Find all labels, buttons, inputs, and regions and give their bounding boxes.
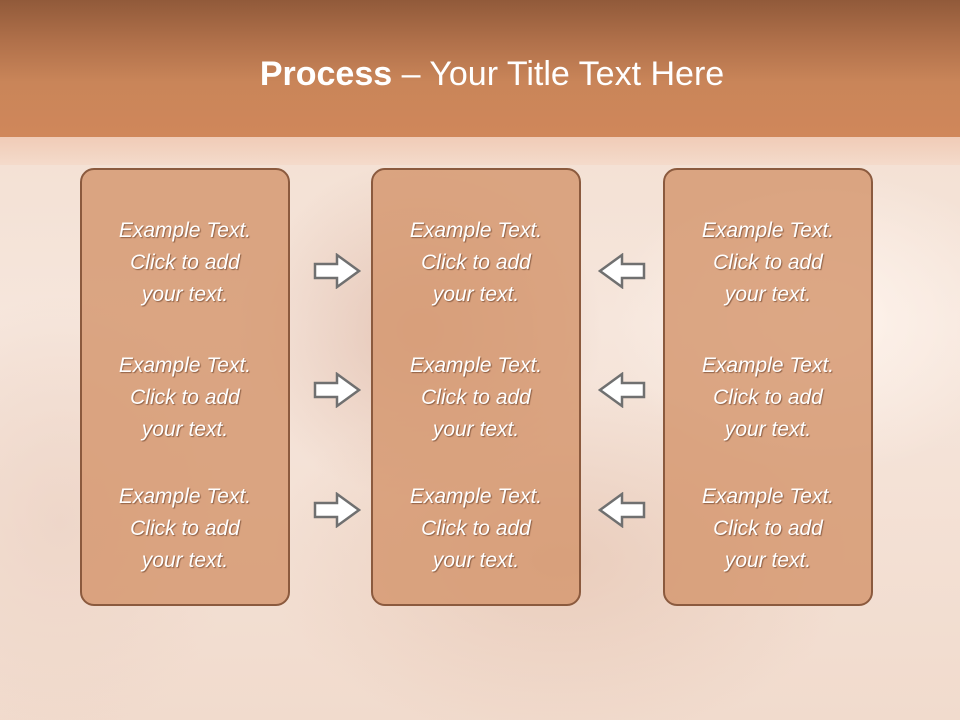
right-arrow-icon (313, 253, 361, 289)
text-placeholder[interactable]: Example Text. Click to add your text. (118, 485, 252, 572)
left-arrow-icon (598, 372, 646, 408)
process-box-middle[interactable]: Example Text. Click to add your text. Ex… (371, 168, 581, 606)
right-arrow-icon (313, 492, 361, 528)
header-band (0, 137, 960, 165)
slide-title[interactable]: Process – Your Title Text Here (0, 50, 960, 98)
right-arrow-icon (313, 372, 361, 408)
text-placeholder[interactable]: Example Text. Click to add your text. (701, 485, 835, 572)
title-bar (0, 0, 960, 137)
text-placeholder[interactable]: Example Text. Click to add your text. (118, 219, 252, 306)
text-placeholder[interactable]: Example Text. Click to add your text. (409, 354, 543, 441)
process-box-left[interactable]: Example Text. Click to add your text. Ex… (80, 168, 290, 606)
text-placeholder[interactable]: Example Text. Click to add your text. (118, 354, 252, 441)
text-placeholder[interactable]: Example Text. Click to add your text. (701, 354, 835, 441)
title-rest: – Your Title Text Here (392, 55, 725, 93)
text-placeholder[interactable]: Example Text. Click to add your text. (409, 219, 543, 306)
left-arrow-icon (598, 492, 646, 528)
text-placeholder[interactable]: Example Text. Click to add your text. (409, 485, 543, 572)
left-arrow-icon (598, 253, 646, 289)
process-box-right[interactable]: Example Text. Click to add your text. Ex… (663, 168, 873, 606)
text-placeholder[interactable]: Example Text. Click to add your text. (701, 219, 835, 306)
title-strong: Process (259, 55, 393, 93)
